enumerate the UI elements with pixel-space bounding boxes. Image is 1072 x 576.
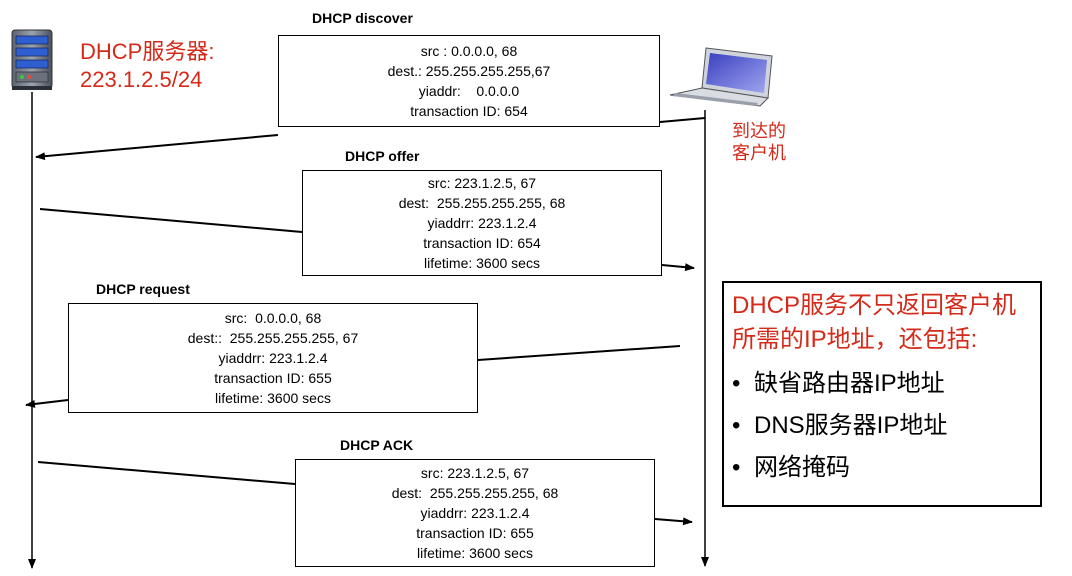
offer-title: DHCP offer xyxy=(345,148,420,164)
discover-dest: dest.: 255.255.255.255,67 xyxy=(387,63,551,79)
bullet-icon: • xyxy=(732,370,741,397)
offer-transaction-id: transaction ID: 654 xyxy=(423,235,541,251)
ack-arrow-left-segment xyxy=(37,461,296,485)
laptop-icon xyxy=(669,47,773,107)
bullet-icon: • xyxy=(732,412,741,439)
server-label: DHCP服务器: 223.1.2.5/24 xyxy=(80,38,214,94)
request-transaction-id: transaction ID: 655 xyxy=(214,370,332,386)
request-arrow xyxy=(25,399,69,408)
ack-arrow xyxy=(654,517,693,526)
bullet-icon: • xyxy=(732,454,741,481)
info-bullet-text: 缺省路由器IP地址 xyxy=(754,370,945,397)
info-bullet-item: • 网络掩码 xyxy=(732,447,1032,489)
offer-yiaddr: yiaddrr: 223.1.2.4 xyxy=(427,215,537,231)
dhcp-info-box: DHCP服务不只返回客户机所需的IP地址，还包括: • 缺省路由器IP地址 • DN… xyxy=(722,281,1042,507)
ack-lifetime: lifetime: 3600 secs xyxy=(417,545,533,561)
server-label-address: 223.1.2.5/24 xyxy=(80,67,203,92)
ack-yiaddr: yiaddrr: 223.1.2.4 xyxy=(420,505,530,521)
discover-arrow-right-segment xyxy=(659,117,706,123)
info-bullet-item: • DNS服务器IP地址 xyxy=(732,405,1032,447)
ack-dest: dest: 255.255.255.255, 68 xyxy=(391,485,559,501)
discover-arrow xyxy=(35,134,279,161)
offer-dest: dest: 255.255.255.255, 68 xyxy=(398,195,566,211)
request-dest: dest:: 255.255.255.255, 67 xyxy=(187,330,359,346)
offer-src: src: 223.1.2.5, 67 xyxy=(427,175,537,191)
request-title: DHCP request xyxy=(96,281,190,297)
info-heading: DHCP服务不只返回客户机所需的IP地址，还包括: xyxy=(732,292,1017,353)
request-arrow-right-segment xyxy=(477,345,681,361)
client-label-line2: 客户机 xyxy=(732,143,786,163)
offer-arrow-left-segment xyxy=(39,208,303,233)
discover-title: DHCP discover xyxy=(312,10,413,26)
discover-yiaddr: yiaddr: 0.0.0.0 xyxy=(418,83,520,99)
request-yiaddr: yiaddrr: 223.1.2.4 xyxy=(218,350,328,366)
info-bullet-text: 网络掩码 xyxy=(754,454,850,481)
discover-message-box: src : 0.0.0.0, 68 dest.: 255.255.255.255… xyxy=(278,35,660,127)
server-icon xyxy=(11,29,53,90)
client-label: 到达的 客户机 xyxy=(732,120,786,164)
discover-src: src : 0.0.0.0, 68 xyxy=(420,43,518,59)
info-bullet-list: • 缺省路由器IP地址 • DNS服务器IP地址 • 网络掩码 xyxy=(732,363,1032,489)
info-bullet-item: • 缺省路由器IP地址 xyxy=(732,363,1032,405)
offer-message-box: src: 223.1.2.5, 67 dest: 255.255.255.255… xyxy=(302,170,662,276)
client-label-line1: 到达的 xyxy=(732,121,786,141)
request-message-box: src: 0.0.0.0, 68 dest:: 255.255.255.255,… xyxy=(68,303,478,413)
request-lifetime: lifetime: 3600 secs xyxy=(215,390,331,406)
ack-src: src: 223.1.2.5, 67 xyxy=(420,465,530,481)
ack-message-box: src: 223.1.2.5, 67 dest: 255.255.255.255… xyxy=(295,459,655,567)
ack-title: DHCP ACK xyxy=(340,437,414,453)
ack-transaction-id: transaction ID: 655 xyxy=(416,525,534,541)
offer-arrow xyxy=(661,263,695,272)
request-src: src: 0.0.0.0, 68 xyxy=(224,310,322,326)
discover-transaction-id: transaction ID: 654 xyxy=(410,103,528,119)
server-label-name: DHCP服务器: xyxy=(80,39,215,64)
offer-lifetime: lifetime: 3600 secs xyxy=(424,255,540,271)
info-bullet-text: DNS服务器IP地址 xyxy=(754,412,948,439)
